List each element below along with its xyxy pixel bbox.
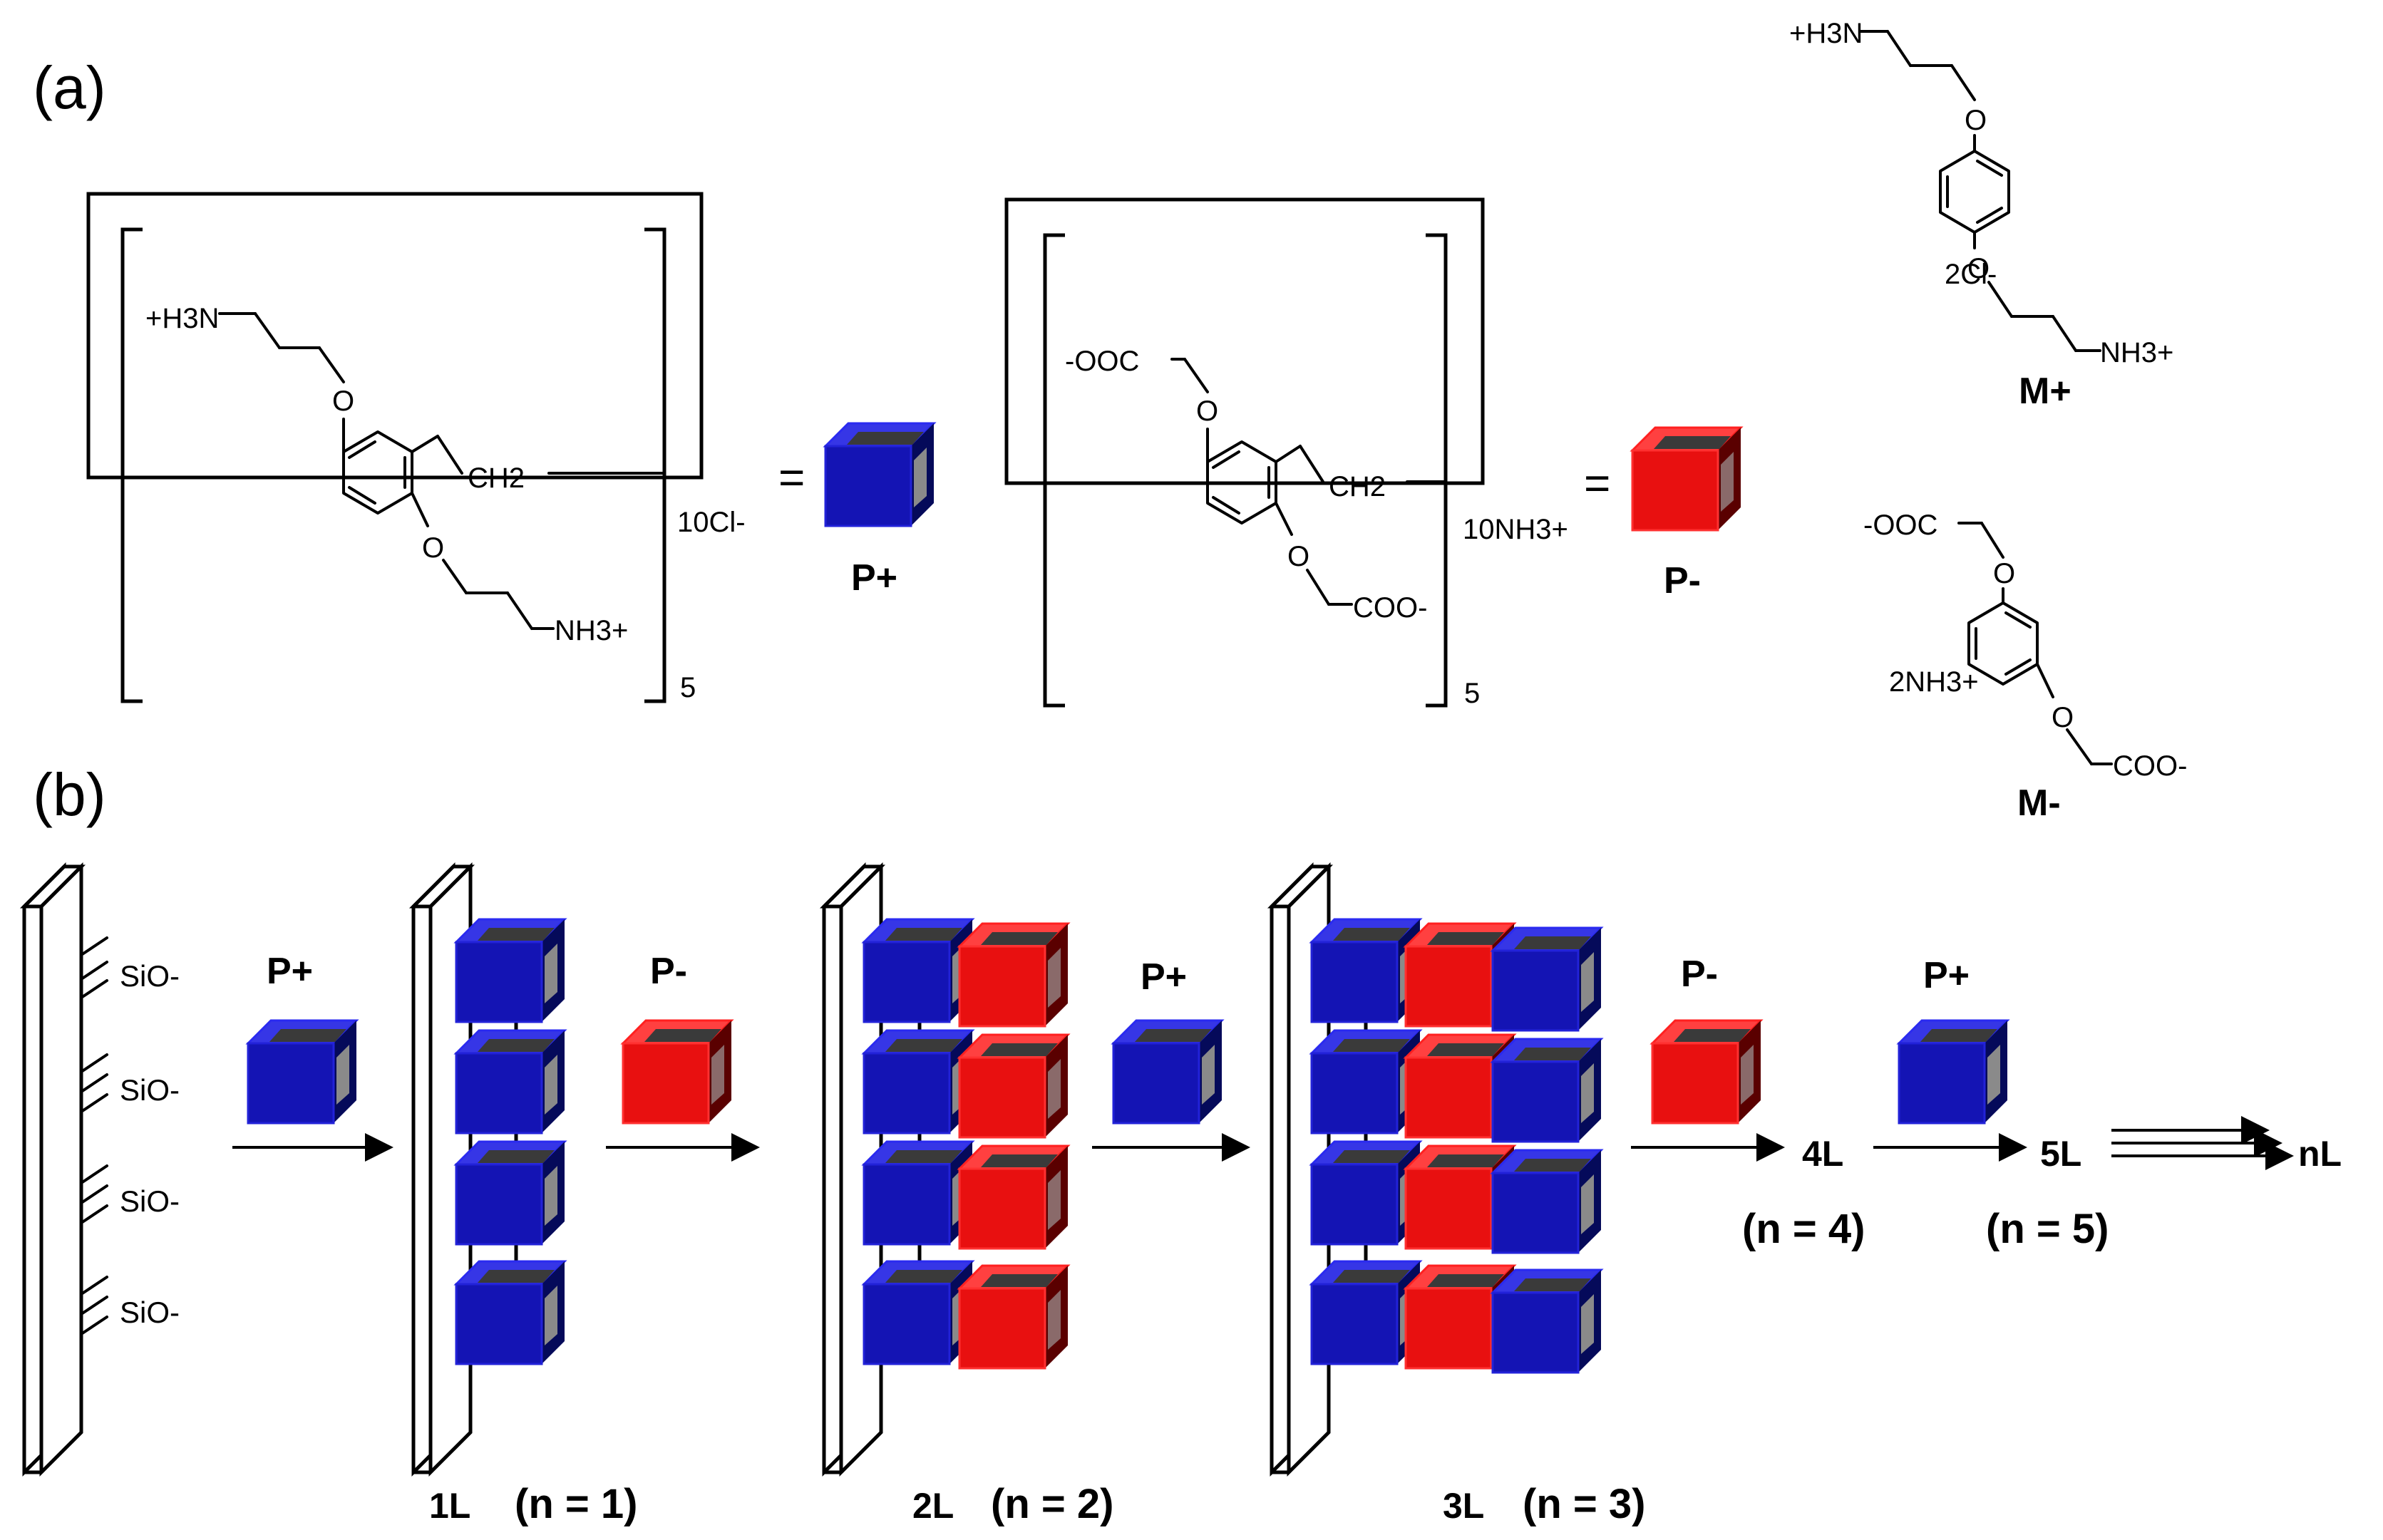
step-4-label: P- xyxy=(1681,954,1718,995)
ether-top-label: O xyxy=(1196,396,1218,427)
step-4-cube-icon xyxy=(1651,1019,1762,1125)
triple-arrow xyxy=(2111,1116,2294,1170)
layer-1L-stage xyxy=(413,867,566,1472)
right-repeat-bracket xyxy=(1426,233,1448,708)
carboxylate-bottom-label: COO- xyxy=(1353,592,1427,624)
silanolate-label-4: SiO- xyxy=(120,1296,180,1329)
layer-2L-count: (n = 2) xyxy=(991,1481,1113,1527)
ether-top-label: O xyxy=(332,386,354,417)
step-2-label: P- xyxy=(650,951,687,992)
benzene-ring xyxy=(342,430,413,515)
methylene-label: CH2 xyxy=(468,462,525,494)
layer-4L-count: (n = 4) xyxy=(1742,1206,1865,1252)
amine-top-label: +H3N xyxy=(145,303,219,334)
macrocycle-box xyxy=(1004,197,1485,485)
ether-bottom-label: O xyxy=(2052,702,2074,733)
m-plus-structure: +H3N O O 2Cl- NH3+ M+ xyxy=(1789,18,2173,412)
benzene-ring xyxy=(1939,150,2010,234)
layer-3L-count: (n = 3) xyxy=(1523,1481,1645,1527)
p-plus-name: P+ xyxy=(851,557,897,599)
layer-5L-count: (n = 5) xyxy=(1986,1206,2109,1252)
silanolate-label-2: SiO- xyxy=(120,1073,180,1107)
silanol-ticks xyxy=(80,936,108,1335)
panel-b-label: (b) xyxy=(33,761,106,828)
step-3-cube-icon xyxy=(1112,1019,1223,1125)
ether-top-label: O xyxy=(1993,558,2015,589)
benzene-ring xyxy=(1967,601,2039,686)
layer-5L-name: 5L xyxy=(2040,1134,2081,1174)
counterion-label: 10NH3+ xyxy=(1463,514,1568,545)
layer-2L-stage xyxy=(824,867,1069,1472)
step-5-label: P+ xyxy=(1923,955,1970,996)
layer-1L-name: 1L xyxy=(429,1486,470,1526)
step-1-cube-icon xyxy=(247,1019,358,1125)
step-3-label: P+ xyxy=(1141,956,1187,998)
step-1-label: P+ xyxy=(267,951,313,992)
carboxylate-top-label: -OOC xyxy=(1863,510,1937,541)
m-minus-name: M- xyxy=(2017,782,2061,824)
methylene-label: CH2 xyxy=(1329,471,1386,502)
m-plus-name: M+ xyxy=(2019,371,2071,412)
ether-bottom-label: O xyxy=(1967,253,1990,284)
p-minus-equals: = xyxy=(1584,458,1610,509)
layer-1L-count: (n = 1) xyxy=(515,1481,637,1527)
carboxylate-bottom-label: COO- xyxy=(2113,750,2187,782)
ether-bottom-label: O xyxy=(1287,541,1309,572)
left-repeat-bracket xyxy=(1043,233,1065,708)
repeat-count-label: 5 xyxy=(1464,678,1480,709)
layer-2L-name: 2L xyxy=(912,1486,954,1526)
counterion-label: 10Cl- xyxy=(677,507,746,538)
p-plus-cube-icon xyxy=(824,422,935,527)
p-plus-structure: +H3N O O CH2 NH3+ 10Cl- 5 xyxy=(86,192,746,703)
layer-3L-stage xyxy=(1272,867,1602,1472)
repeat-count-label: 5 xyxy=(680,672,696,703)
glass-plate-icon xyxy=(24,867,81,1472)
ether-bottom-label: O xyxy=(422,532,444,564)
silanolate-label-1: SiO- xyxy=(120,959,180,993)
p-minus-structure: -OOC O O CH2 COO- 10NH3+ 5 xyxy=(1004,197,1568,709)
counterion-label: 2Cl- xyxy=(1945,259,1997,290)
counterion-label: 2NH3+ xyxy=(1889,666,1979,698)
carboxylate-top-label: -OOC xyxy=(1065,346,1139,377)
p-plus-equals: = xyxy=(778,452,805,503)
step-5-cube-icon xyxy=(1898,1019,2009,1125)
macrocycle-box xyxy=(86,192,704,480)
right-repeat-bracket xyxy=(644,227,666,703)
panel-a-label: (a) xyxy=(33,54,106,121)
amine-bottom-label: NH3+ xyxy=(2100,337,2173,368)
amine-top-label: +H3N xyxy=(1789,18,1863,49)
layer-3L-name: 3L xyxy=(1443,1486,1484,1526)
silanolate-label-3: SiO- xyxy=(120,1184,180,1218)
p-minus-name: P- xyxy=(1664,560,1701,601)
amine-bottom-label: NH3+ xyxy=(555,615,628,646)
layer-nL-name: nL xyxy=(2298,1134,2342,1174)
substrate-stage: SiO- SiO- SiO- SiO- xyxy=(24,867,180,1472)
layer-4L-name: 4L xyxy=(1802,1134,1843,1174)
step-2-cube-icon xyxy=(622,1019,733,1125)
m-minus-structure: -OOC O O 2NH3+ COO- M- xyxy=(1863,510,2187,824)
ether-top-label: O xyxy=(1965,105,1987,136)
left-repeat-bracket xyxy=(120,227,143,703)
p-minus-cube-icon xyxy=(1631,426,1742,532)
